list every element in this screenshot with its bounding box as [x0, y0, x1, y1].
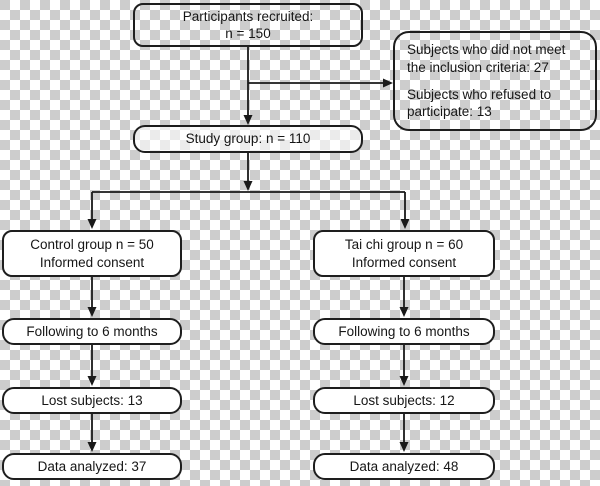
control-line2: Informed consent [39, 254, 145, 270]
arrowhead-into-follow-right [399, 307, 409, 317]
node-excluded-subjects: Subjects who did not meet the inclusion … [393, 31, 597, 131]
node-lost-subjects-taichi: Lost subjects: 12 [313, 387, 495, 414]
data-right-label: Data analyzed: 48 [349, 458, 459, 474]
recruited-line2: n = 150 [225, 26, 271, 41]
arrowhead-into-follow-left [87, 307, 97, 317]
arrowhead-into-data-left [87, 442, 97, 452]
recruited-line1: Participants recruited: [182, 8, 314, 24]
node-following-control: Following to 6 months [2, 318, 182, 345]
node-participants-recruited: Participants recruited: n = 150 [133, 3, 363, 47]
arrowhead-into-data-right [399, 442, 409, 452]
control-line1: Control group n = 50 [30, 237, 154, 253]
arrowhead-into-lost-left [87, 376, 97, 386]
excluded-para1: Subjects who did not meet the inclusion … [407, 42, 566, 75]
lost-right-label: Lost subjects: 12 [353, 392, 455, 408]
data-left-label: Data analyzed: 37 [37, 458, 147, 474]
node-study-group: Study group: n = 110 [133, 125, 363, 153]
node-lost-subjects-control: Lost subjects: 13 [2, 387, 182, 414]
arrowhead-into-control [87, 219, 97, 229]
taichi-line1: Tai chi group n = 60 [344, 237, 464, 253]
node-following-taichi: Following to 6 months [313, 318, 495, 345]
taichi-line2: Informed consent [351, 254, 457, 270]
node-data-analyzed-taichi: Data analyzed: 48 [313, 453, 495, 480]
arrowhead-into-taichi [400, 219, 410, 229]
lost-left-label: Lost subjects: 13 [41, 392, 143, 408]
arrowhead-into-lost-right [399, 376, 409, 386]
node-data-analyzed-control: Data analyzed: 37 [2, 453, 182, 480]
node-control-group: Control group n = 50 Informed consent [2, 230, 182, 277]
follow-left-label: Following to 6 months [26, 323, 158, 339]
follow-right-label: Following to 6 months [338, 323, 470, 339]
arrowhead-into-excluded [383, 78, 393, 88]
study-label: Study group: n = 110 [185, 131, 311, 147]
arrowhead-into-study [243, 115, 253, 125]
node-taichi-group: Tai chi group n = 60 Informed consent [313, 230, 495, 277]
arrowhead-into-split [243, 181, 253, 191]
excluded-para2: Subjects who refused to participate: 13 [407, 86, 552, 120]
